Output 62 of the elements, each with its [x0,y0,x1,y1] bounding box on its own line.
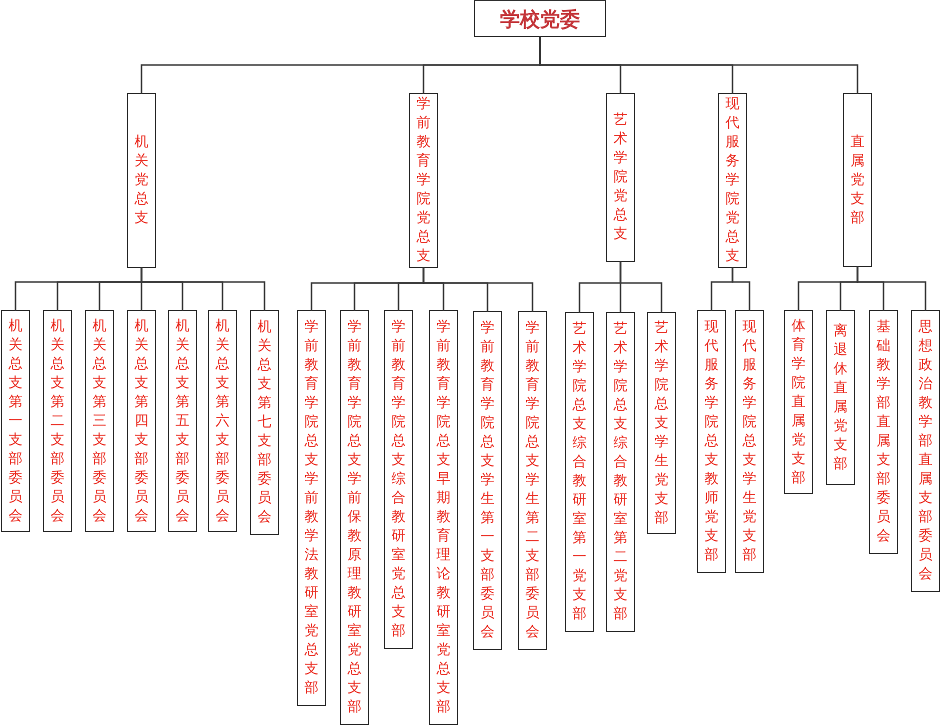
org-label: 机关党总支 [134,133,148,228]
org-unit-box [85,310,114,532]
org-unit-box [127,93,156,268]
org-label: 学前教育学院总支学生第二支部委员会 [526,319,540,642]
org-label: 机关总支第五支部委员会 [176,316,190,526]
org-unit-box [168,310,197,532]
connector-line [422,268,534,311]
org-label: 艺术学院党总支 [614,111,628,244]
org-label: 现代服务学院总支学生党支部 [742,318,756,565]
org-label: 直属党支部 [850,132,864,228]
org-unit-box [606,93,635,262]
org-unit-box [784,310,813,494]
org-unit-box [565,312,594,632]
org-unit-box [409,93,438,268]
org-label: 思想政治教学部直属支部委员会 [918,318,932,584]
org-unit-box [429,310,458,725]
org-unit-box [1,310,30,532]
org-label: 现代服务学院党总支 [726,95,740,266]
org-unit-box [697,310,726,573]
org-label: 体育学院直属党支部 [792,316,806,488]
org-unit-box [647,312,676,534]
org-label: 学前教育学院党总支 [416,95,430,266]
org-label: 学前教育学院总支学生第一支部委员会 [480,319,494,642]
org-unit-box [518,311,547,650]
committee-box [474,0,606,37]
org-label: 机关总支第六支部委员会 [216,316,230,526]
org-unit-box [843,93,872,267]
org-unit-box [826,310,855,485]
connector-line [140,268,266,310]
org-label: 学前教育学院总支早期教育理论教研室党总支部 [436,318,450,717]
org-unit-box [869,310,898,554]
org-unit-box [297,310,326,706]
org-label: 机关总支第二支部委员会 [50,316,64,526]
org-label: 艺术学院总支综合教研室第二党支部 [614,320,628,624]
org-label: 机关总支第七支部委员会 [258,318,272,527]
org-unit-box [340,310,369,725]
org-unit-box [250,310,279,535]
org-unit-box [735,310,764,573]
org-unit-box [718,93,747,268]
org-label: 离退休直属党支部 [834,322,848,474]
org-unit-box [208,310,237,532]
org-label: 艺术学院总支综合教研室第一党支部 [572,320,586,624]
org-label: 学校党委 [500,6,580,30]
org-label: 艺术学院总支学生党支部 [654,318,668,528]
org-label: 学前教育学院总支学前教学法教研室党总支部 [304,318,318,698]
org-label: 机关总支第四支部委员会 [134,316,148,526]
connector-line [620,262,662,312]
org-label: 学前教育学院总支学前保教原理教研室党总支部 [348,318,362,717]
org-unit-box [384,310,413,649]
org-unit-box [606,312,635,632]
org-unit-box [911,310,940,592]
org-label: 现代服务学院总支教师党支部 [704,318,718,565]
org-label: 机关总支第三支部委员会 [92,316,106,526]
org-unit-box [127,310,156,532]
connector-line [856,267,926,310]
connector-line [732,268,750,310]
connector-line [539,37,858,93]
org-label: 学前教育学院总支综合教研室党总支部 [392,318,406,641]
org-unit-box [43,310,72,532]
org-unit-box [473,311,502,650]
org-label: 机关总支第一支部委员会 [8,316,22,526]
org-label: 基础教学部直属支部委员会 [876,318,890,546]
